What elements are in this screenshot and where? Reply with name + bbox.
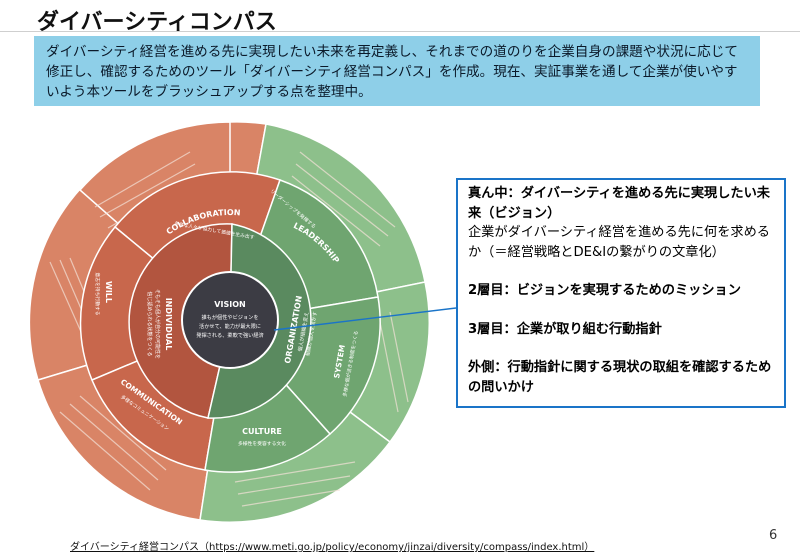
culture-label: CULTURE (242, 427, 282, 436)
individual-sub-2: 信じ認められる状態をつくる (146, 292, 153, 357)
callout-outer: 外側：行動指針に関する現状の取組を確認するための問いかけ (468, 360, 772, 395)
diversity-compass-wheel: VISION 誰もが個性やビジョンを 活かせて、能力が最大限に 発揮される、柔軟… (28, 121, 457, 523)
page-number: 6 (769, 528, 778, 543)
explanation-callout: 真ん中：ダイバーシティを進める先に実現したい未来（ビジョン） 企業がダイバーシテ… (456, 178, 786, 408)
callout-layer3: 3層目：企業が取り組む行動指針 (468, 321, 662, 337)
ring2-individual (128, 223, 233, 419)
summary-box: ダイバーシティ経営を進める先に実現したい未来を再定義し、それまでの道のりを企業自… (34, 36, 760, 106)
source-link[interactable]: ダイバーシティ経営コンパス（https://www.meti.go.jp/pol… (70, 542, 595, 553)
slide-title: ダイバーシティコンパス (37, 10, 277, 35)
vision-line-1: 誰もが個性やビジョンを (201, 313, 258, 321)
vision-line-3: 発揮される、柔軟で強い経済 (196, 331, 264, 339)
individual-sub-1: そもそも個人が自分の可能性を (154, 289, 161, 359)
will-label: WILL (104, 281, 113, 303)
callout-center-body: 企業がダイバーシティ経営を進める先に何を求めるか（＝経営戦略とDE&Iの繋がりの… (468, 225, 770, 260)
callout-arrow (273, 307, 457, 331)
vision-line-2: 活かせて、能力が最大限に (199, 322, 261, 330)
summary-text: ダイバーシティ経営を進める先に実現したい未来を再定義し、それまでの道のりを企業自… (46, 44, 738, 100)
will-sub: 意志を持ち行動する (94, 272, 101, 315)
title-divider (0, 31, 800, 32)
individual-label: INDIVIDUAL (164, 298, 173, 351)
vision-center (181, 271, 279, 369)
callout-layer2: 2層目：ビジョンを実現するためのミッション (468, 283, 741, 298)
callout-center-heading: 真ん中：ダイバーシティを進める先に実現したい未来（ビジョン） (468, 186, 770, 221)
culture-sub: 多様性を受容する文化 (238, 440, 286, 447)
vision-title: VISION (214, 300, 245, 309)
